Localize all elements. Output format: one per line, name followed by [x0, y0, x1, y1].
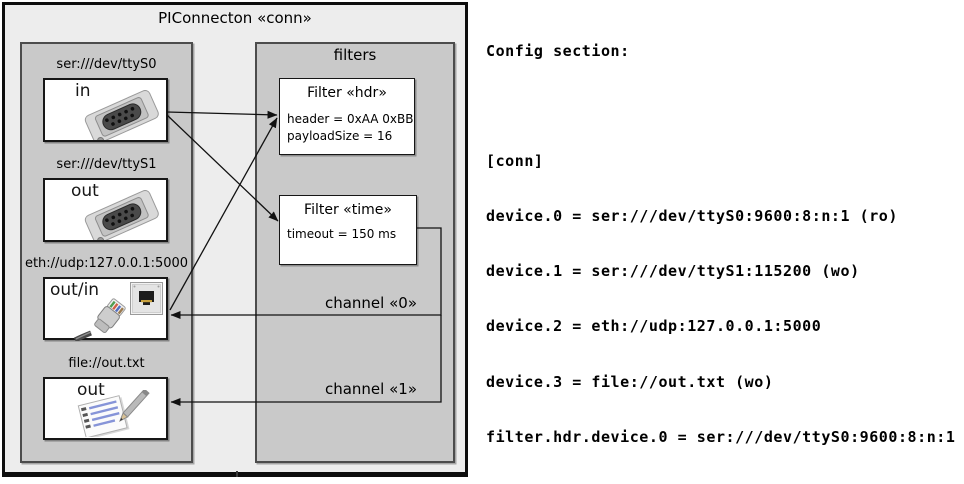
filter-time-title: Filter «time» [304, 202, 392, 218]
filter-time-attr-timeout: timeout = 150 ms [287, 227, 397, 241]
device-uri-ttys1: ser:///dev/ttyS1 [56, 157, 157, 172]
filter-time-card: Filter «time» timeout = 150 ms [279, 195, 417, 265]
frame-notch [236, 471, 238, 477]
diagram-title: PIConnecton «conn» [158, 9, 312, 27]
ethernet-connector-icon [73, 298, 126, 341]
device-mode-label: out/in [50, 280, 100, 300]
device-uri-ttys0: ser:///dev/ttyS0 [56, 57, 157, 72]
serial-connector-icon [84, 90, 159, 140]
notepad-icon [77, 390, 150, 437]
device-mode-label: out [71, 181, 99, 201]
config-panel: Config section: [conn] device.0 = ser://… [486, 5, 962, 484]
config-line: device.2 = eth://udp:127.0.0.1:5000 [486, 317, 822, 336]
serial-connector-icon [84, 190, 159, 240]
device-box-eth: out/in [43, 277, 168, 341]
device-box-ttys0: in [43, 78, 168, 142]
device-box-file: out [43, 377, 168, 440]
config-line: device.0 = ser:///dev/ttyS0:9600:8:n:1 (… [486, 207, 898, 226]
config-line: filter.hdr.device.0 = ser:///dev/ttyS0:9… [486, 427, 956, 446]
filters-group-title: filters [333, 46, 377, 64]
filter-hdr-attr-header: header = 0xAA 0xBB [287, 112, 414, 126]
filter-hdr-attr-payloadsize: payloadSize = 16 [287, 129, 393, 143]
channel-1-label: channel «1» [324, 380, 417, 398]
channel-0-label: channel «0» [324, 294, 417, 312]
config-line: device.3 = file://out.txt (wo) [486, 372, 774, 391]
device-uri-eth: eth://udp:127.0.0.1:5000 [24, 256, 189, 271]
device-mode-label: in [75, 81, 91, 101]
filter-hdr-card: Filter «hdr» header = 0xAA 0xBB payloadS… [279, 78, 415, 155]
ethernet-port-icon [130, 282, 163, 315]
piconnecton-frame: PIConnecton «conn» filters ser:///dev/tt… [2, 2, 468, 477]
device-uri-file: file://out.txt [68, 356, 145, 371]
filter-hdr-title: Filter «hdr» [307, 85, 387, 101]
config-line: [conn] [486, 151, 544, 170]
config-title: Config section: [486, 41, 630, 60]
config-gap [486, 97, 962, 115]
device-box-ttys1: out [43, 178, 168, 242]
config-line: device.1 = ser:///dev/ttyS1:115200 (wo) [486, 262, 860, 281]
device-mode-label: out [77, 380, 105, 400]
